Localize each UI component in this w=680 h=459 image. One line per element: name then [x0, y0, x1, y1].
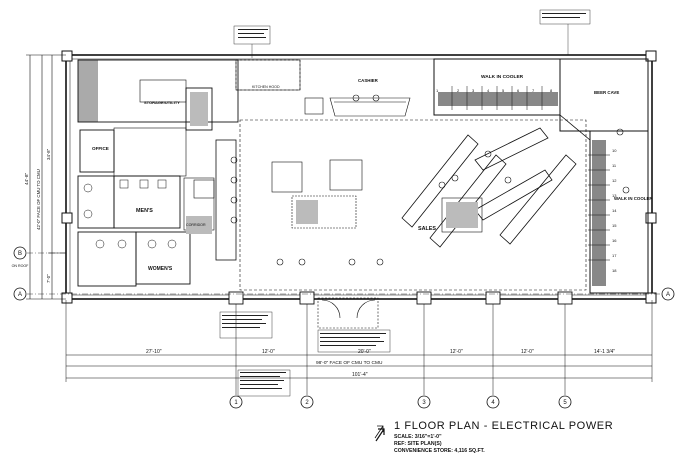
storage-label: STORAGE/UTILITY: [144, 100, 180, 105]
cooler-number: 15: [612, 223, 617, 228]
mens-label: MEN'S: [136, 208, 153, 214]
north-arrow-icon: [374, 425, 385, 442]
grid-label: 5: [563, 400, 567, 406]
walk-in-cooler-top-label: WALK IN COOLER: [481, 74, 524, 80]
grid-label: 3: [422, 400, 426, 406]
on-roof-note: ON ROOF: [12, 264, 30, 268]
left-a-dimension: 34'-8": [46, 148, 51, 160]
cooler-number: 2: [457, 88, 460, 93]
grid-bubble-5: [558, 395, 572, 409]
title-block: 1 FLOOR PLAN - ELECTRICAL POWER SCALE: 3…: [374, 417, 674, 457]
grid-label: B: [18, 251, 22, 257]
grid-bubble-4: [486, 395, 500, 409]
cooler-number: 12: [612, 178, 617, 183]
drawing-ref: REF: SITE PLAN(S): [394, 441, 442, 447]
kitchen-label: KITCHEN HOOD: [252, 85, 280, 89]
dimension-overall: 101'-4": [352, 372, 368, 378]
drawing-store: CONVENIENCE STORE: 4,116 SQ.FT.: [394, 448, 485, 454]
cooler-number: 16: [612, 238, 617, 243]
womens-label: WOMEN'S: [148, 266, 173, 272]
drawing-title: 1 FLOOR PLAN - ELECTRICAL POWER: [394, 420, 614, 432]
cooler-number: 18: [612, 268, 617, 273]
cooler-number: 11: [612, 163, 617, 168]
cooler-number: 13: [612, 193, 617, 198]
cooler-number: 17: [612, 253, 617, 258]
exterior-wall: [65, 54, 653, 300]
left-cmu-dimension: 42'-0" FACE OF CMU TO CMU: [36, 169, 41, 230]
dimension-1: 27'-10": [146, 349, 162, 355]
left-overall-dimension: 44'-8": [24, 172, 30, 185]
dimension-overall-cmu: 98'-0" FACE OF CMU TO CMU: [316, 360, 383, 366]
cooler-number: 3: [472, 88, 475, 93]
grid-bubble-1: [229, 395, 243, 409]
corridor-label: CORRIDOR: [186, 223, 206, 227]
left-b-dimension: 7'-0": [46, 274, 51, 283]
grid-bubble-2: [300, 395, 314, 409]
cashier-label: CASHIER: [358, 78, 379, 83]
dimension-4: 12'-0": [450, 349, 463, 355]
grid-label: 1: [234, 400, 238, 406]
sales-label: SALES: [418, 226, 436, 232]
beer-cave-label: BEER CAVE: [594, 90, 619, 95]
cooler-number: 5: [502, 88, 505, 93]
cooler-number: 6: [517, 88, 520, 93]
grid-bubble-a-right: [661, 287, 675, 301]
grid-label: 4: [491, 400, 495, 406]
cooler-number: 1: [436, 88, 439, 93]
dimension-5: 12'-0": [521, 349, 534, 355]
grid-bubble-b-left: [13, 246, 27, 260]
cooler-number: 10: [612, 148, 617, 153]
grid-label: A: [666, 292, 670, 298]
cooler-number: 14: [612, 208, 617, 213]
office-label: OFFICE: [92, 146, 109, 151]
grid-label: A: [18, 292, 22, 298]
grid-label: 2: [305, 400, 309, 406]
cooler-number: 8: [550, 88, 553, 93]
dimension-2: 12'-0": [262, 349, 275, 355]
dimension-6: 14'-1 3/4": [594, 349, 615, 355]
cooler-number: 4: [487, 88, 490, 93]
cooler-number: 7: [532, 88, 535, 93]
grid-bubble-a-left: [13, 287, 27, 301]
grid-bubble-3: [417, 395, 431, 409]
drawing-scale: SCALE: 3/16"=1'-0": [394, 434, 442, 440]
walk-in-cooler-right-label: WALK IN COOLER: [614, 196, 653, 201]
